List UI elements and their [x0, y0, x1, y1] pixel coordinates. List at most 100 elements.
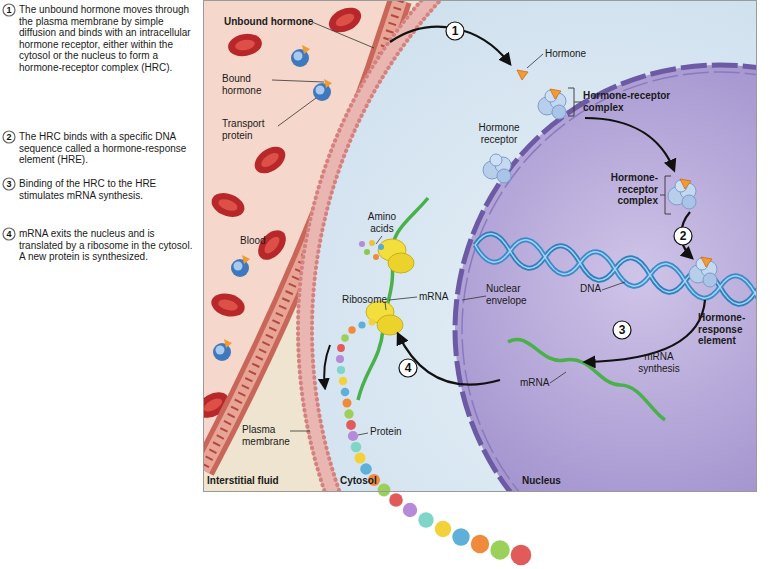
protein-bead: [343, 399, 352, 408]
bracket: [568, 88, 581, 116]
protein-bead: [389, 493, 403, 507]
callout-number: 4: [398, 358, 418, 378]
step-number: 4: [2, 227, 16, 241]
step-text: The HRC binds with a specific DNA sequen…: [19, 131, 195, 166]
part-label: DNA: [580, 283, 610, 295]
circle-shape: [674, 227, 692, 245]
protein-bead: [348, 326, 355, 333]
protein-bead: [358, 321, 365, 328]
protein-bead: [351, 442, 362, 453]
region-label: Interstitial fluid: [207, 475, 307, 487]
part-label: Hormone: [545, 48, 605, 60]
protein-bead: [403, 503, 417, 517]
hormone-receptor-complex: [538, 90, 566, 119]
amino-acid: [378, 244, 384, 250]
leader-line: [462, 296, 486, 300]
number-text: 1: [452, 25, 459, 37]
protein-bead: [344, 409, 353, 418]
part-label: Ribosome: [342, 294, 392, 306]
membrane-heads: [312, 0, 757, 492]
part-label: Plasma membrane: [242, 424, 294, 447]
protein-arrow: [324, 345, 330, 388]
protein-bead: [355, 453, 366, 464]
plasma-membrane: [305, 0, 757, 492]
bracket: [660, 176, 671, 214]
callout-number: 2: [673, 226, 693, 246]
part-label: Hormone-receptor complex: [583, 90, 683, 113]
part-label: Transport protein: [222, 118, 278, 141]
protein-chain: [336, 319, 531, 566]
part-label: Amino acids: [360, 211, 404, 234]
step-text: Binding of the HRC to the HRE stimulates…: [19, 178, 195, 201]
number-text: 3: [6, 180, 11, 189]
circle-shape: [3, 4, 15, 16]
protein-bead: [490, 540, 509, 559]
leader-line: [602, 282, 625, 290]
region-label: Nucleus: [522, 475, 582, 487]
transport-protein: [231, 255, 250, 277]
protein-bead: [341, 388, 350, 397]
protein-bead: [360, 463, 372, 475]
ribosome-subunit: [388, 253, 414, 273]
mrna-strand: [508, 339, 665, 420]
callout-number: 3: [612, 320, 632, 340]
dna-strand-highlight: [475, 240, 757, 310]
complex-hormone: [550, 89, 561, 99]
step-number: 2: [2, 130, 16, 144]
frame-border: [204, 1, 757, 492]
hormone-receptor-complex: [689, 258, 717, 287]
circle-shape: [446, 22, 464, 40]
protein-bead: [346, 420, 356, 430]
part-label: mRNA: [419, 291, 459, 303]
red-blood-cell: [325, 3, 365, 37]
circle-shape: [3, 131, 15, 143]
step-number: 1: [2, 3, 16, 17]
leader-line: [376, 236, 382, 244]
red-blood-cell: [226, 31, 263, 59]
leader-line: [278, 98, 316, 126]
part-label: Nuclear envelope: [486, 283, 546, 306]
protein-bead: [341, 334, 349, 342]
leader-line: [358, 433, 368, 435]
amino-acid: [364, 249, 370, 255]
protein-bead: [337, 366, 345, 374]
number-text: 1: [6, 6, 11, 15]
protein-bead: [336, 355, 344, 363]
circle-shape: [3, 228, 15, 240]
leader-line: [312, 22, 374, 48]
leader-line: [550, 372, 566, 383]
protein-bead: [348, 431, 358, 441]
circle-shape: [3, 178, 15, 190]
nuclear-envelope: [455, 65, 757, 492]
protein-bead: [418, 512, 433, 527]
hormone: [517, 70, 528, 80]
red-blood-cell: [208, 189, 247, 221]
protein-bead: [452, 528, 469, 545]
part-label: Unbound hormone: [224, 16, 334, 28]
leader-line: [272, 80, 324, 82]
hormone-receptor: [483, 154, 511, 183]
complex-hormone: [701, 257, 712, 267]
region-label: Blood: [240, 235, 280, 247]
protein-bead: [511, 545, 532, 566]
membrane-heads: [298, 0, 757, 492]
callout-number: 1: [445, 21, 465, 41]
cytosol-area: [305, 0, 757, 492]
nuclear-envelope-inner: [462, 72, 757, 492]
step-arrow: [398, 334, 500, 385]
step-text: The unbound hormone moves through the pl…: [19, 4, 195, 73]
step-arrow: [585, 118, 674, 170]
number-text: 2: [680, 230, 687, 242]
part-label: Protein: [370, 426, 415, 438]
circle-shape: [613, 321, 631, 339]
part-label: Hormone receptor: [468, 122, 530, 145]
step-text: mRNA exits the nucleus and is translated…: [19, 228, 195, 263]
number-text: 4: [405, 362, 412, 374]
amino-acid: [373, 254, 379, 260]
hormone-receptor-complex: [668, 180, 696, 209]
protein-bead: [378, 484, 391, 497]
protein-bead: [471, 535, 489, 553]
transport-protein: [213, 339, 232, 361]
